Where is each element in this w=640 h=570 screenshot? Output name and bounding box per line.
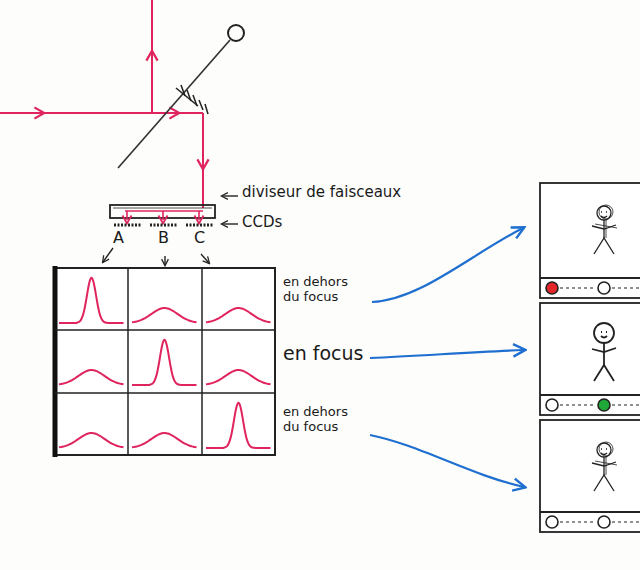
beam-splitter xyxy=(110,205,215,220)
ccd-label: B xyxy=(158,229,169,247)
camera-screen xyxy=(540,183,640,298)
signal-peak xyxy=(132,308,197,322)
signal-peak xyxy=(206,308,271,322)
signal-peak xyxy=(206,370,271,384)
stick-figure xyxy=(592,205,617,254)
signal-peak xyxy=(59,433,124,447)
ccd-label: C xyxy=(194,229,205,247)
laser-beam xyxy=(0,0,203,208)
ccd-sensors xyxy=(114,224,213,227)
part-label: diviseur de faisceaux xyxy=(242,184,401,201)
blue-arrow xyxy=(370,228,524,487)
stick-figure xyxy=(592,442,617,491)
pointer-arrows xyxy=(103,196,238,265)
signal-peak xyxy=(59,278,124,323)
signal-grid xyxy=(55,266,275,457)
stick-figure xyxy=(592,323,616,381)
splitter-plate xyxy=(118,25,244,168)
signal-peak xyxy=(132,340,197,385)
part-label: CCDs xyxy=(242,214,282,231)
camera-screen xyxy=(540,303,640,415)
signal-peak xyxy=(132,433,197,447)
signal-peak xyxy=(59,370,124,384)
ccd-label: A xyxy=(113,229,124,247)
camera-screen xyxy=(540,183,640,532)
row-label: en dehors du focus xyxy=(283,275,365,305)
row-label: en dehors du focus xyxy=(283,405,365,435)
mirror xyxy=(176,85,208,114)
row-label: en focus xyxy=(283,343,363,365)
signal-peak xyxy=(206,403,271,448)
camera-screen xyxy=(540,420,640,532)
